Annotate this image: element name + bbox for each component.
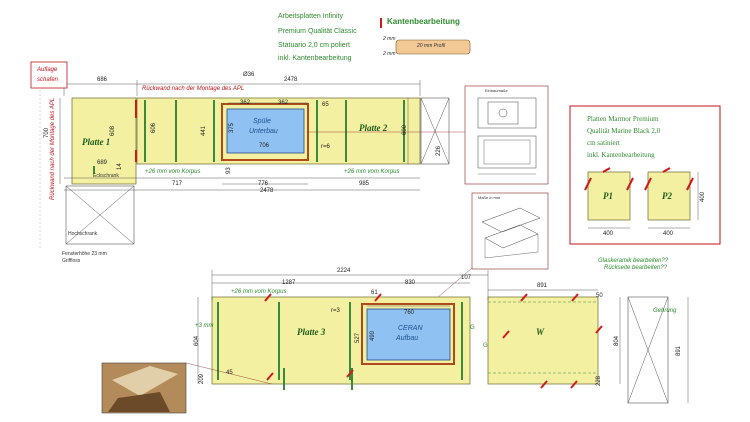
w-note-1: Glaskeramik bearbeiten?? [598,258,669,264]
sink-label-2: Unterbau [249,128,278,135]
dim-2224: 2224 [337,268,351,274]
dim-362-right: 362 [278,100,289,106]
hob-detail [429,192,549,305]
dim-985: 985 [359,181,370,187]
gehrung-label: Gehrung [653,308,677,314]
dim-891-side: 891 [676,345,682,356]
dim-689: 689 [97,160,108,166]
plate-3-label: Platte 3 [297,327,326,337]
hob-cutout [366,308,451,361]
p1-label: P1 [603,191,613,201]
edge-legend-2mm-bottom: 2 mm [383,51,396,57]
edge-profile-label: 20 mm Profil [417,43,446,49]
info-line-1: Arbeitsplatten Infinity [278,13,343,20]
plate-1-shape [71,97,137,185]
edge-profile-sample [395,39,471,55]
info-line-2: Premium Qualität Classic [278,28,357,35]
tall-cabinet-label: Hochschrank [68,231,98,237]
dim-14: 14 [117,163,123,170]
dim-804: 804 [614,335,620,346]
edge-legend-title: Kantenbearbeitung [387,17,460,26]
dim-2478-top: 2478 [284,77,298,83]
dim-776: 776 [258,181,269,187]
dim-1287: 1287 [282,280,296,286]
plate-1-label: Platte 1 [82,137,111,147]
dim-r3: r=3 [331,308,340,314]
plate-2-label: Platte 2 [359,123,388,133]
dim-61: 61 [371,290,378,296]
korpus-note-3: +26 mm vom Korpus [231,289,287,295]
dim-r6: r=6 [321,144,330,150]
marble-line-3: cm satiniert [587,139,620,147]
dim-441: 441 [201,125,207,136]
dim-686: 686 [97,77,108,83]
plus3mm: +3 mm [195,323,214,329]
korpus-note-2: +26 mm vom Korpus [344,169,400,175]
sink-label-1: Spüle [253,118,271,125]
w-note-2: Rückseite bearbeiten?? [604,265,668,271]
dim-228: 228 [596,375,602,386]
marble-line-1: Platten Marmor Premium [587,115,659,123]
dim-209: 209 [199,373,205,384]
g-mark-1: G [470,325,475,331]
w-label: W [536,327,545,337]
dim-107: 107 [461,275,472,281]
hob-cutout-outer [361,303,455,365]
info-line-4: inkl. Kantenbearbeitung [278,55,352,62]
dim-226: 226 [436,145,442,156]
hob-label-1: CERAN [398,325,423,332]
dim-93: 93 [226,167,232,174]
hob-label-2: Aufbau [396,335,419,342]
dim-362-left: 362 [240,100,251,106]
dim-2478-bottom: 2478 [260,188,274,194]
edge-legend [380,18,471,55]
dim-760: 760 [404,310,415,316]
dim-717: 717 [172,181,183,187]
dim-50: 50 [596,293,603,299]
annotation-line-1: Auflage [37,67,58,73]
lower-run [101,270,689,414]
sink-cutout [226,108,305,154]
dim-604-lower: 604 [194,335,200,346]
info-line-3: Statuario 2,0 cm poliert [278,42,350,49]
dim-375: 375 [229,122,235,133]
dim-608: 608 [110,125,116,136]
window-note-1: Fensterhöhe 23 mm [62,251,107,257]
korpus-note-1: +26 mm vom Korpus [145,169,201,175]
dim-706: 706 [259,143,270,149]
upper-run [39,80,473,250]
sink-detail [464,85,549,185]
dim-600: 600 [402,124,408,135]
sink-detail-label: Einbaumaße [485,88,508,93]
marble-dim-400-c: 400 [700,191,706,202]
dim-45: 45 [226,370,233,376]
marble-line-2: Qualität Marine Black 2,0 [587,127,661,135]
wall-note: Rückwand nach der Montage des APL [142,86,245,92]
marble-dim-400-b: 400 [663,231,674,237]
p2-shape [647,171,691,221]
dim-36: Ø36 [243,72,255,78]
annotation-line-2: schafen [37,77,59,83]
marble-dim-400-a: 400 [603,231,614,237]
dim-490: 490 [370,330,376,341]
window-note-2: Griffloss [62,258,81,264]
dim-606: 606 [151,122,157,133]
hob-detail-label: Maße in mm [478,195,501,200]
marble-box [569,105,721,245]
g-mark-2: G [483,343,488,349]
p1-shape [587,171,631,221]
corner-label: Eckschrank [93,173,119,179]
marble-line-4: inkl. Kantenbearbeitung [587,151,655,159]
w-shape [487,296,599,385]
dim-891-top: 891 [537,283,548,289]
p2-label: P2 [662,191,672,201]
dim-65: 65 [322,102,329,108]
dim-830: 830 [405,280,416,286]
edge-legend-2mm-top: 2 mm [383,36,396,42]
annotation-box [30,61,68,89]
dim-527: 527 [355,332,361,343]
wall-note-vertical: Rückwand nach der Montage des APL [50,97,56,200]
